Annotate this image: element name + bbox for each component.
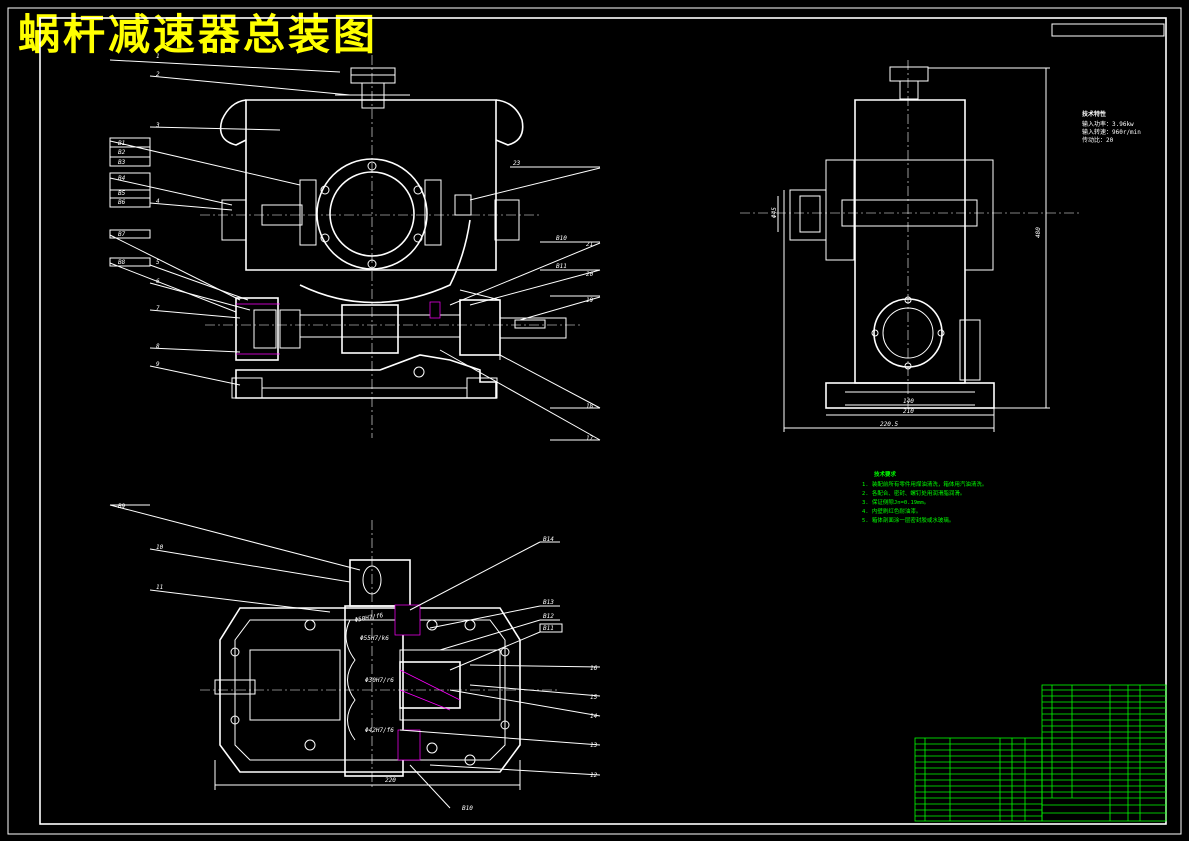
label-9: 9 bbox=[156, 361, 160, 368]
tech-req-2: 2. 各配合、密封、螺钉处用润滑脂润滑。 bbox=[862, 489, 965, 497]
label-2: 2 bbox=[156, 71, 160, 78]
label-3: 3 bbox=[155, 122, 160, 129]
label-1: 1 bbox=[156, 53, 160, 60]
plan-label-B9: B9 bbox=[118, 503, 126, 510]
plan-label-12: 12 bbox=[590, 772, 598, 779]
dim-phi45: Φ45 bbox=[771, 207, 778, 218]
label-5: 5 bbox=[156, 259, 160, 266]
plan-label-15: 15 bbox=[590, 694, 598, 701]
label-21: 21 bbox=[586, 241, 593, 248]
parts-list-table bbox=[914, 684, 1167, 822]
fit-4: Φ42H7/f6 bbox=[365, 727, 394, 734]
fit-3: Φ30H7/r6 bbox=[365, 677, 394, 684]
characteristics-line-3: 传动比：20 bbox=[1082, 136, 1114, 144]
label-B10: B10 bbox=[556, 235, 567, 242]
plan-label-B14: B14 bbox=[543, 536, 554, 543]
drawing-title: 蜗杆减速器总装图 bbox=[18, 10, 379, 59]
fit-2: Φ55H7/k6 bbox=[360, 635, 389, 642]
label-20: 20 bbox=[586, 271, 594, 278]
label-8: 8 bbox=[156, 343, 160, 350]
front-view: 1 2 3 B1 B2 B3 B4 B5 B6 4 B7 5 B8 6 7 8 … bbox=[109, 53, 601, 442]
label-B6: B6 bbox=[118, 199, 126, 206]
plan-label-16: 16 bbox=[590, 665, 598, 672]
label-18: 18 bbox=[586, 403, 594, 410]
characteristics-line-2: 输入转速：960r/min bbox=[1082, 128, 1141, 136]
fit-1: Φ50H7/f6 bbox=[354, 612, 384, 624]
plan-label-13: 13 bbox=[590, 742, 598, 749]
label-B5: B5 bbox=[118, 190, 126, 197]
tech-req-3: 3. 保证侧隙Jn=0.19mm。 bbox=[862, 498, 929, 506]
dim-220-5: 220.5 bbox=[880, 421, 898, 428]
label-B2: B2 bbox=[118, 149, 126, 156]
plan-view: 220 Φ50H7/f6 Φ55H7/k6 Φ30H7/r6 Φ42H7/f6 … bbox=[109, 503, 601, 812]
label-B11: B11 bbox=[556, 263, 567, 270]
label-B4: B4 bbox=[118, 175, 126, 182]
tech-req-4: 4. 内壁刷红色耐油漆。 bbox=[862, 507, 921, 515]
label-7: 7 bbox=[156, 305, 160, 312]
label-19: 19 bbox=[586, 297, 594, 304]
tech-req-title: 技术要求 bbox=[874, 470, 897, 478]
drawing-border-outer bbox=[7, 7, 1182, 835]
dim-210: 210 bbox=[903, 408, 914, 415]
dim-140: 140 bbox=[903, 398, 914, 405]
characteristics-line-1: 输入功率：3.96kw bbox=[1082, 120, 1134, 128]
label-B8: B8 bbox=[118, 259, 126, 266]
plan-label-B10: B10 bbox=[462, 805, 473, 812]
plan-label-B12: B12 bbox=[543, 613, 554, 620]
label-23: 23 bbox=[513, 160, 521, 167]
drawing-border-inner bbox=[39, 17, 1167, 825]
label-B3: B3 bbox=[118, 159, 126, 166]
label-6: 6 bbox=[156, 278, 160, 285]
dim-480: 480 bbox=[1035, 227, 1042, 238]
label-4: 4 bbox=[156, 198, 160, 205]
side-view: 140 210 220.5 480 Φ45 bbox=[740, 60, 1080, 432]
characteristics-title: 技术特性 bbox=[1082, 110, 1106, 118]
plan-label-10: 10 bbox=[156, 544, 164, 551]
tech-requirements: 技术要求 1. 装配前所有零件用煤油清洗，箱体用汽油清洗。 2. 各配合、密封、… bbox=[862, 470, 987, 524]
plan-label-B13: B13 bbox=[543, 599, 554, 606]
plan-label-11: 11 bbox=[156, 584, 163, 591]
characteristics-block: 技术特性 输入功率：3.96kw 输入转速：960r/min 传动比：20 bbox=[1082, 110, 1141, 144]
plan-dim-220: 220 bbox=[385, 777, 396, 784]
plan-label-14: 14 bbox=[590, 713, 598, 720]
label-B1: B1 bbox=[118, 140, 125, 147]
label-B7: B7 bbox=[118, 231, 126, 238]
tech-req-5: 5. 箱体剖面涂一层密封胶或水玻璃。 bbox=[862, 516, 954, 524]
plan-label-B11: B11 bbox=[543, 625, 554, 632]
label-17: 17 bbox=[586, 435, 594, 442]
tech-req-1: 1. 装配前所有零件用煤油清洗，箱体用汽油清洗。 bbox=[862, 480, 987, 488]
